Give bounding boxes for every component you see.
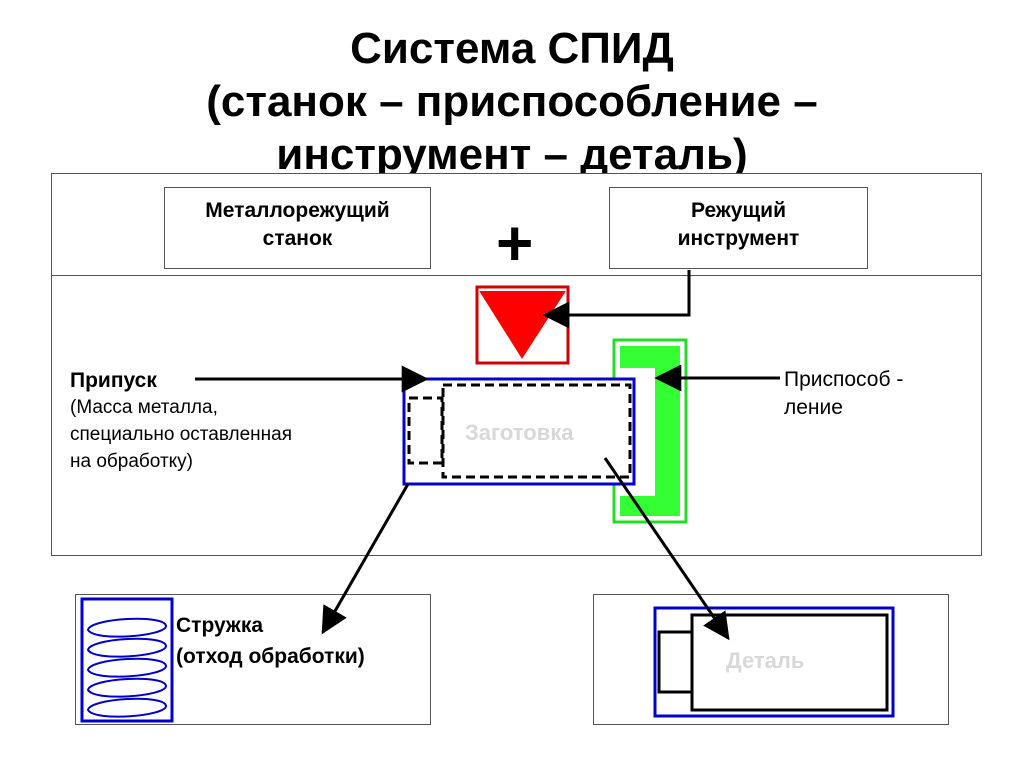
workpiece-label: Заготовка — [465, 420, 574, 445]
tool-label-line-1: Режущий — [691, 199, 786, 222]
machine-label-line-2: станок — [262, 227, 333, 250]
title-line-3: инструмент – деталь) — [276, 130, 748, 179]
fixture-label-line-2: ление — [784, 396, 843, 419]
plus-sign: + — [496, 207, 534, 279]
fixture-label-line-1: Приспособ - — [784, 368, 904, 391]
allowance-title: Припуск — [70, 369, 157, 392]
chips-label-line-2: (отход обработки) — [176, 645, 365, 668]
tool-label-line-2: инструмент — [677, 227, 800, 250]
chips-coil-icon — [80, 597, 174, 723]
cutting-tool-icon — [475, 285, 570, 365]
allowance-desc-line-3: на обработку) — [70, 451, 194, 472]
chips-label-line-1: Стружка — [176, 614, 264, 637]
part-label: Деталь — [726, 648, 805, 673]
arrow-tool-to-triangle — [542, 270, 691, 329]
machine-label: Металлорежущий станок — [164, 197, 431, 253]
arrow-part — [603, 457, 730, 641]
fixture-label: Приспособ - ление — [784, 366, 974, 422]
allowance-desc-line-1: (Масса металла, — [70, 397, 218, 418]
slide-title: Система СПИД (станок – приспособление – … — [0, 22, 1024, 181]
chips-label: Стружка (отход обработки) — [176, 610, 426, 672]
title-line-2: (станок – приспособление – — [206, 77, 818, 126]
allowance-desc-line-2: специально оставленная — [70, 424, 293, 445]
allowance-label: Припуск (Масса металла, специально остав… — [70, 367, 370, 475]
tool-box — [609, 187, 868, 269]
workpiece-icon — [402, 377, 636, 486]
machine-box — [164, 187, 431, 269]
arrow-chips — [321, 483, 410, 635]
machine-label-line-1: Металлорежущий — [205, 199, 390, 222]
part-icon — [653, 606, 895, 718]
arrows — [195, 270, 780, 641]
title-line-1: Система СПИД — [350, 24, 674, 73]
tool-label: Режущий инструмент — [609, 197, 868, 253]
